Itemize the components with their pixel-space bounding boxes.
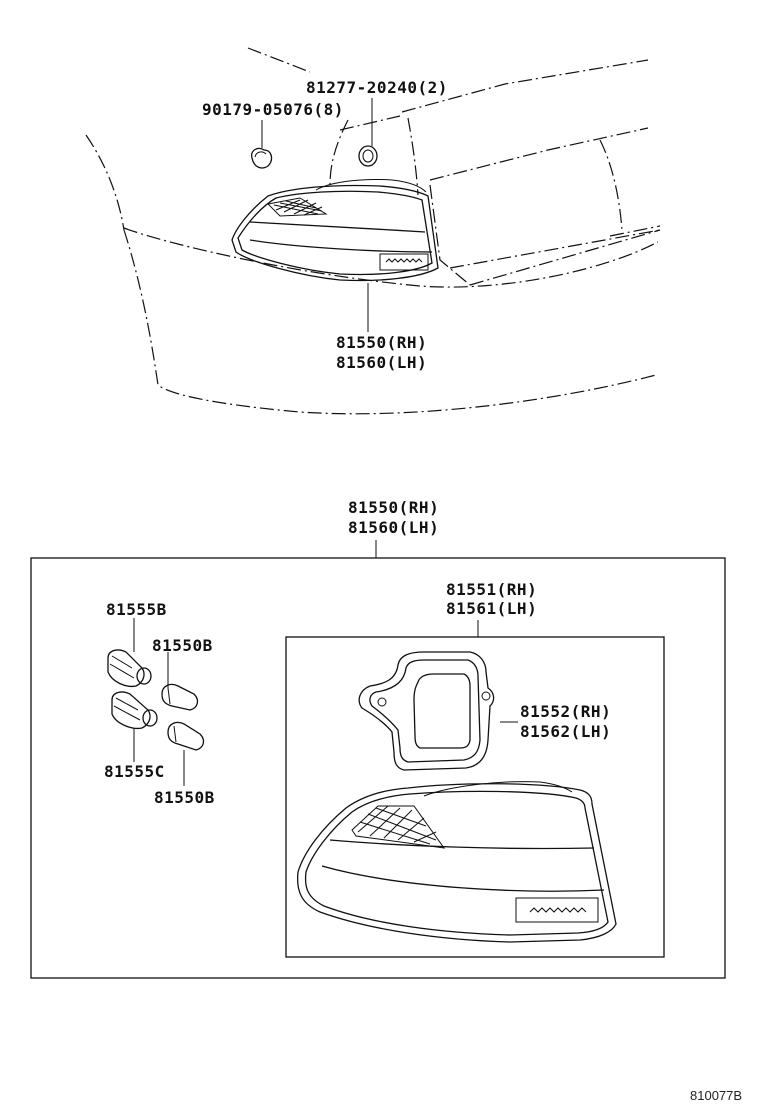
leader-lines-top [261,98,518,723]
nut-part [251,147,273,169]
label-bulb-upper: 81550B [152,636,213,655]
label-socket-c: 81555C [104,762,165,781]
label-lamp-top-rh: 81550(RH) [336,333,428,352]
lens-subframe [285,636,665,958]
label-gasket-lh: 81562(LH) [520,722,612,741]
vehicle-body-outline [85,47,661,415]
label-lamp-top-lh: 81560(LH) [336,353,428,372]
label-nut: 90179-05076(8) [202,100,344,119]
leader-lines-bottom [133,618,185,786]
label-assy-rh: 81550(RH) [348,498,440,517]
label-socket-b: 81555B [106,600,167,619]
label-gasket-rh: 81552(RH) [520,702,612,721]
label-grommet: 81277-20240(2) [306,78,448,97]
label-lens-lh: 81561(LH) [446,599,538,618]
bulb-upper [161,683,199,711]
diagram-code: 810077B [690,1088,743,1103]
gasket-part [358,651,495,771]
tail-lamp-installed [231,179,439,282]
socket-upper [107,649,152,688]
label-bulb-lower: 81550B [154,788,215,807]
grommet-part [358,145,378,167]
lens-part [296,781,617,943]
assembly-frame [30,557,726,979]
bulb-lower [167,721,205,751]
socket-lower [111,691,158,730]
label-assy-lh: 81560(LH) [348,518,440,537]
label-lens-rh: 81551(RH) [446,580,538,599]
